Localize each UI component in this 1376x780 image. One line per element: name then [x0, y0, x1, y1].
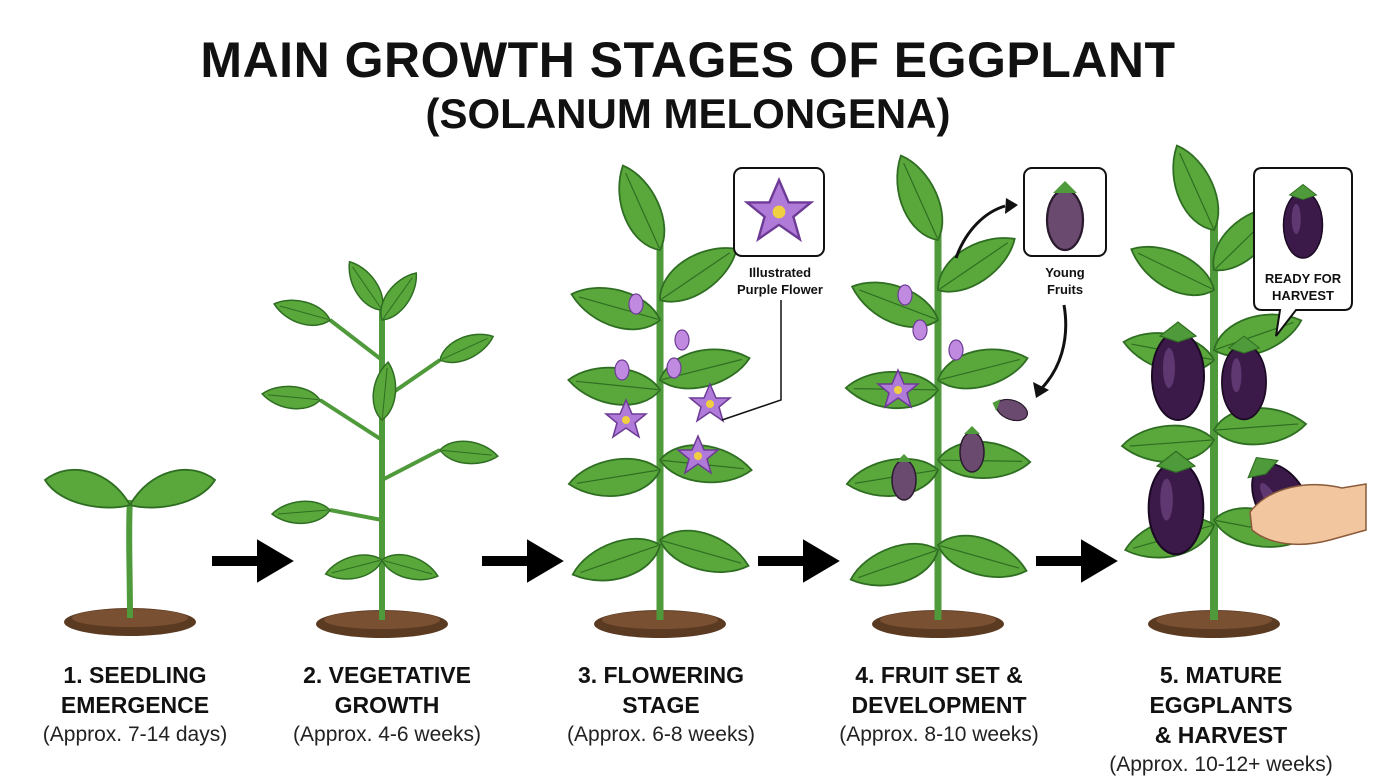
stage-3-flowering: [564, 157, 756, 638]
arrow-4: [1036, 539, 1118, 583]
title-block: MAIN GROWTH STAGES OF EGGPLANT (SOLANUM …: [0, 34, 1376, 138]
flower-callout: [721, 167, 825, 421]
stage-5-title-line2: & HARVEST: [1154, 722, 1288, 748]
stage-3-title-line2: STAGE: [622, 692, 700, 718]
stage-5-duration: (Approx. 10-12+ weeks): [1109, 753, 1333, 776]
flower-callout-label: Illustrated Purple Flower: [734, 264, 826, 298]
stage-2-duration: (Approx. 4-6 weeks): [293, 723, 481, 746]
harvest-label: READY FOR HARVEST: [1254, 270, 1352, 304]
harvest-callout: [1253, 167, 1353, 337]
stage-4-label: 4. FRUIT SET & DEVELOPMENT (Approx. 8-10…: [804, 660, 1074, 750]
stage-4-fruit-set: [843, 147, 1033, 638]
arrow-2: [482, 539, 564, 583]
stage-5-title-line1: 5. MATURE EGGPLANTS: [1149, 662, 1293, 718]
stage-5-mature: [1118, 137, 1367, 638]
stage-2-title-line2: GROWTH: [334, 692, 440, 718]
flower-callout-line2: Purple Flower: [737, 282, 823, 297]
arrow-3: [758, 539, 840, 583]
young-fruits-callout: [954, 167, 1107, 398]
harvest-line1: READY FOR: [1264, 271, 1342, 286]
arrow-1: [212, 539, 294, 583]
stage-4-title-line2: DEVELOPMENT: [851, 692, 1027, 718]
stage-3-title-line1: 3. FLOWERING: [577, 662, 745, 688]
stage-1-label: 1. SEEDLING EMERGENCE (Approx. 7-14 days…: [0, 660, 270, 750]
stage-4-title-line1: 4. FRUIT SET &: [855, 662, 1023, 688]
stage-3-label: 3. FLOWERING STAGE (Approx. 6-8 weeks): [526, 660, 796, 750]
flower-callout-line1: Illustrated: [748, 265, 812, 280]
page-subtitle: (SOLANUM MELONGENA): [425, 90, 951, 137]
stage-5-label: 5. MATURE EGGPLANTS & HARVEST (Approx. 1…: [1086, 660, 1356, 780]
stage-2-vegetative: [259, 254, 501, 638]
page-title: MAIN GROWTH STAGES OF EGGPLANT: [200, 32, 1176, 88]
stage-1-duration: (Approx. 7-14 days): [42, 723, 228, 746]
hand-icon: [1249, 483, 1367, 546]
stage-2-label: 2. VEGETATIVE GROWTH (Approx. 4-6 weeks): [252, 660, 522, 750]
harvest-line2: HARVEST: [1272, 288, 1334, 303]
stage-1-title-line1: 1. SEEDLING: [63, 662, 207, 688]
young-fruits-line2: Fruits: [1046, 282, 1084, 297]
stage-1-seedling: [43, 468, 217, 636]
young-fruits-line1: Young: [1045, 265, 1085, 280]
stage-2-title-line1: 2. VEGETATIVE: [303, 662, 471, 688]
stage-1-title-line2: EMERGENCE: [60, 692, 210, 718]
stage-4-duration: (Approx. 8-10 weeks): [839, 723, 1039, 746]
young-fruits-label: Young Fruits: [1024, 264, 1106, 298]
stage-3-duration: (Approx. 6-8 weeks): [567, 723, 755, 746]
